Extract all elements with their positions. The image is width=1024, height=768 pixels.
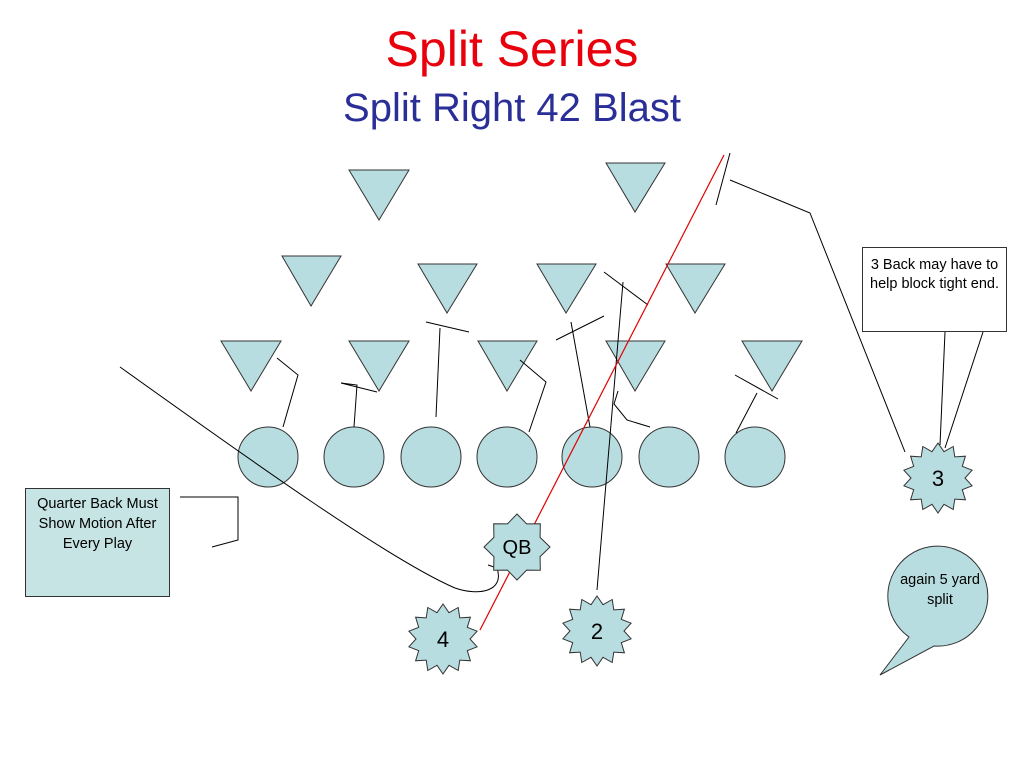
defender-triangle [348, 169, 410, 221]
back2-label: 2 [591, 619, 603, 644]
qb-label: QB [503, 537, 532, 559]
defender-triangle [605, 340, 666, 392]
qb-motion-note: Quarter Back Must Show Motion After Ever… [25, 488, 170, 597]
back-note-pointer [939, 331, 946, 446]
back-3-marker [903, 442, 973, 514]
defender-triangle [348, 340, 410, 392]
defender-triangle [605, 162, 666, 213]
page-title: Split Series [385, 21, 639, 77]
offensive-lineman [476, 426, 538, 488]
offensive-lineman [237, 426, 299, 488]
defender-triangle [220, 340, 282, 392]
blocking-assignments [276, 152, 906, 453]
page-subtitle: Split Right 42 Blast [343, 86, 681, 130]
split-bubble [879, 545, 989, 676]
defender-triangle [281, 255, 342, 307]
offensive-lineman [323, 426, 385, 488]
offensive-lineman [400, 426, 462, 488]
back3-label: 3 [932, 466, 944, 491]
back-2-marker [562, 595, 632, 667]
back3-block-note: 3 Back may have to help block tight end. [862, 247, 1007, 332]
defender-triangle [665, 263, 726, 314]
defender-triangle [477, 340, 538, 392]
qb-note-bracket [180, 496, 239, 548]
quarterback-marker [483, 513, 551, 581]
offensive-lineman [561, 426, 623, 488]
defender-triangle [536, 263, 597, 314]
back-4-marker [408, 603, 478, 675]
back4-label: 4 [437, 627, 449, 652]
back2-path [596, 281, 624, 591]
back-note-pointer [944, 331, 984, 449]
qb-motion-path [119, 366, 499, 593]
defender-triangle [741, 340, 803, 392]
defender-triangle [417, 263, 478, 314]
offensive-lineman [724, 426, 786, 488]
split-note: again 5 yard split [900, 572, 980, 608]
offensive-lineman [638, 426, 700, 488]
